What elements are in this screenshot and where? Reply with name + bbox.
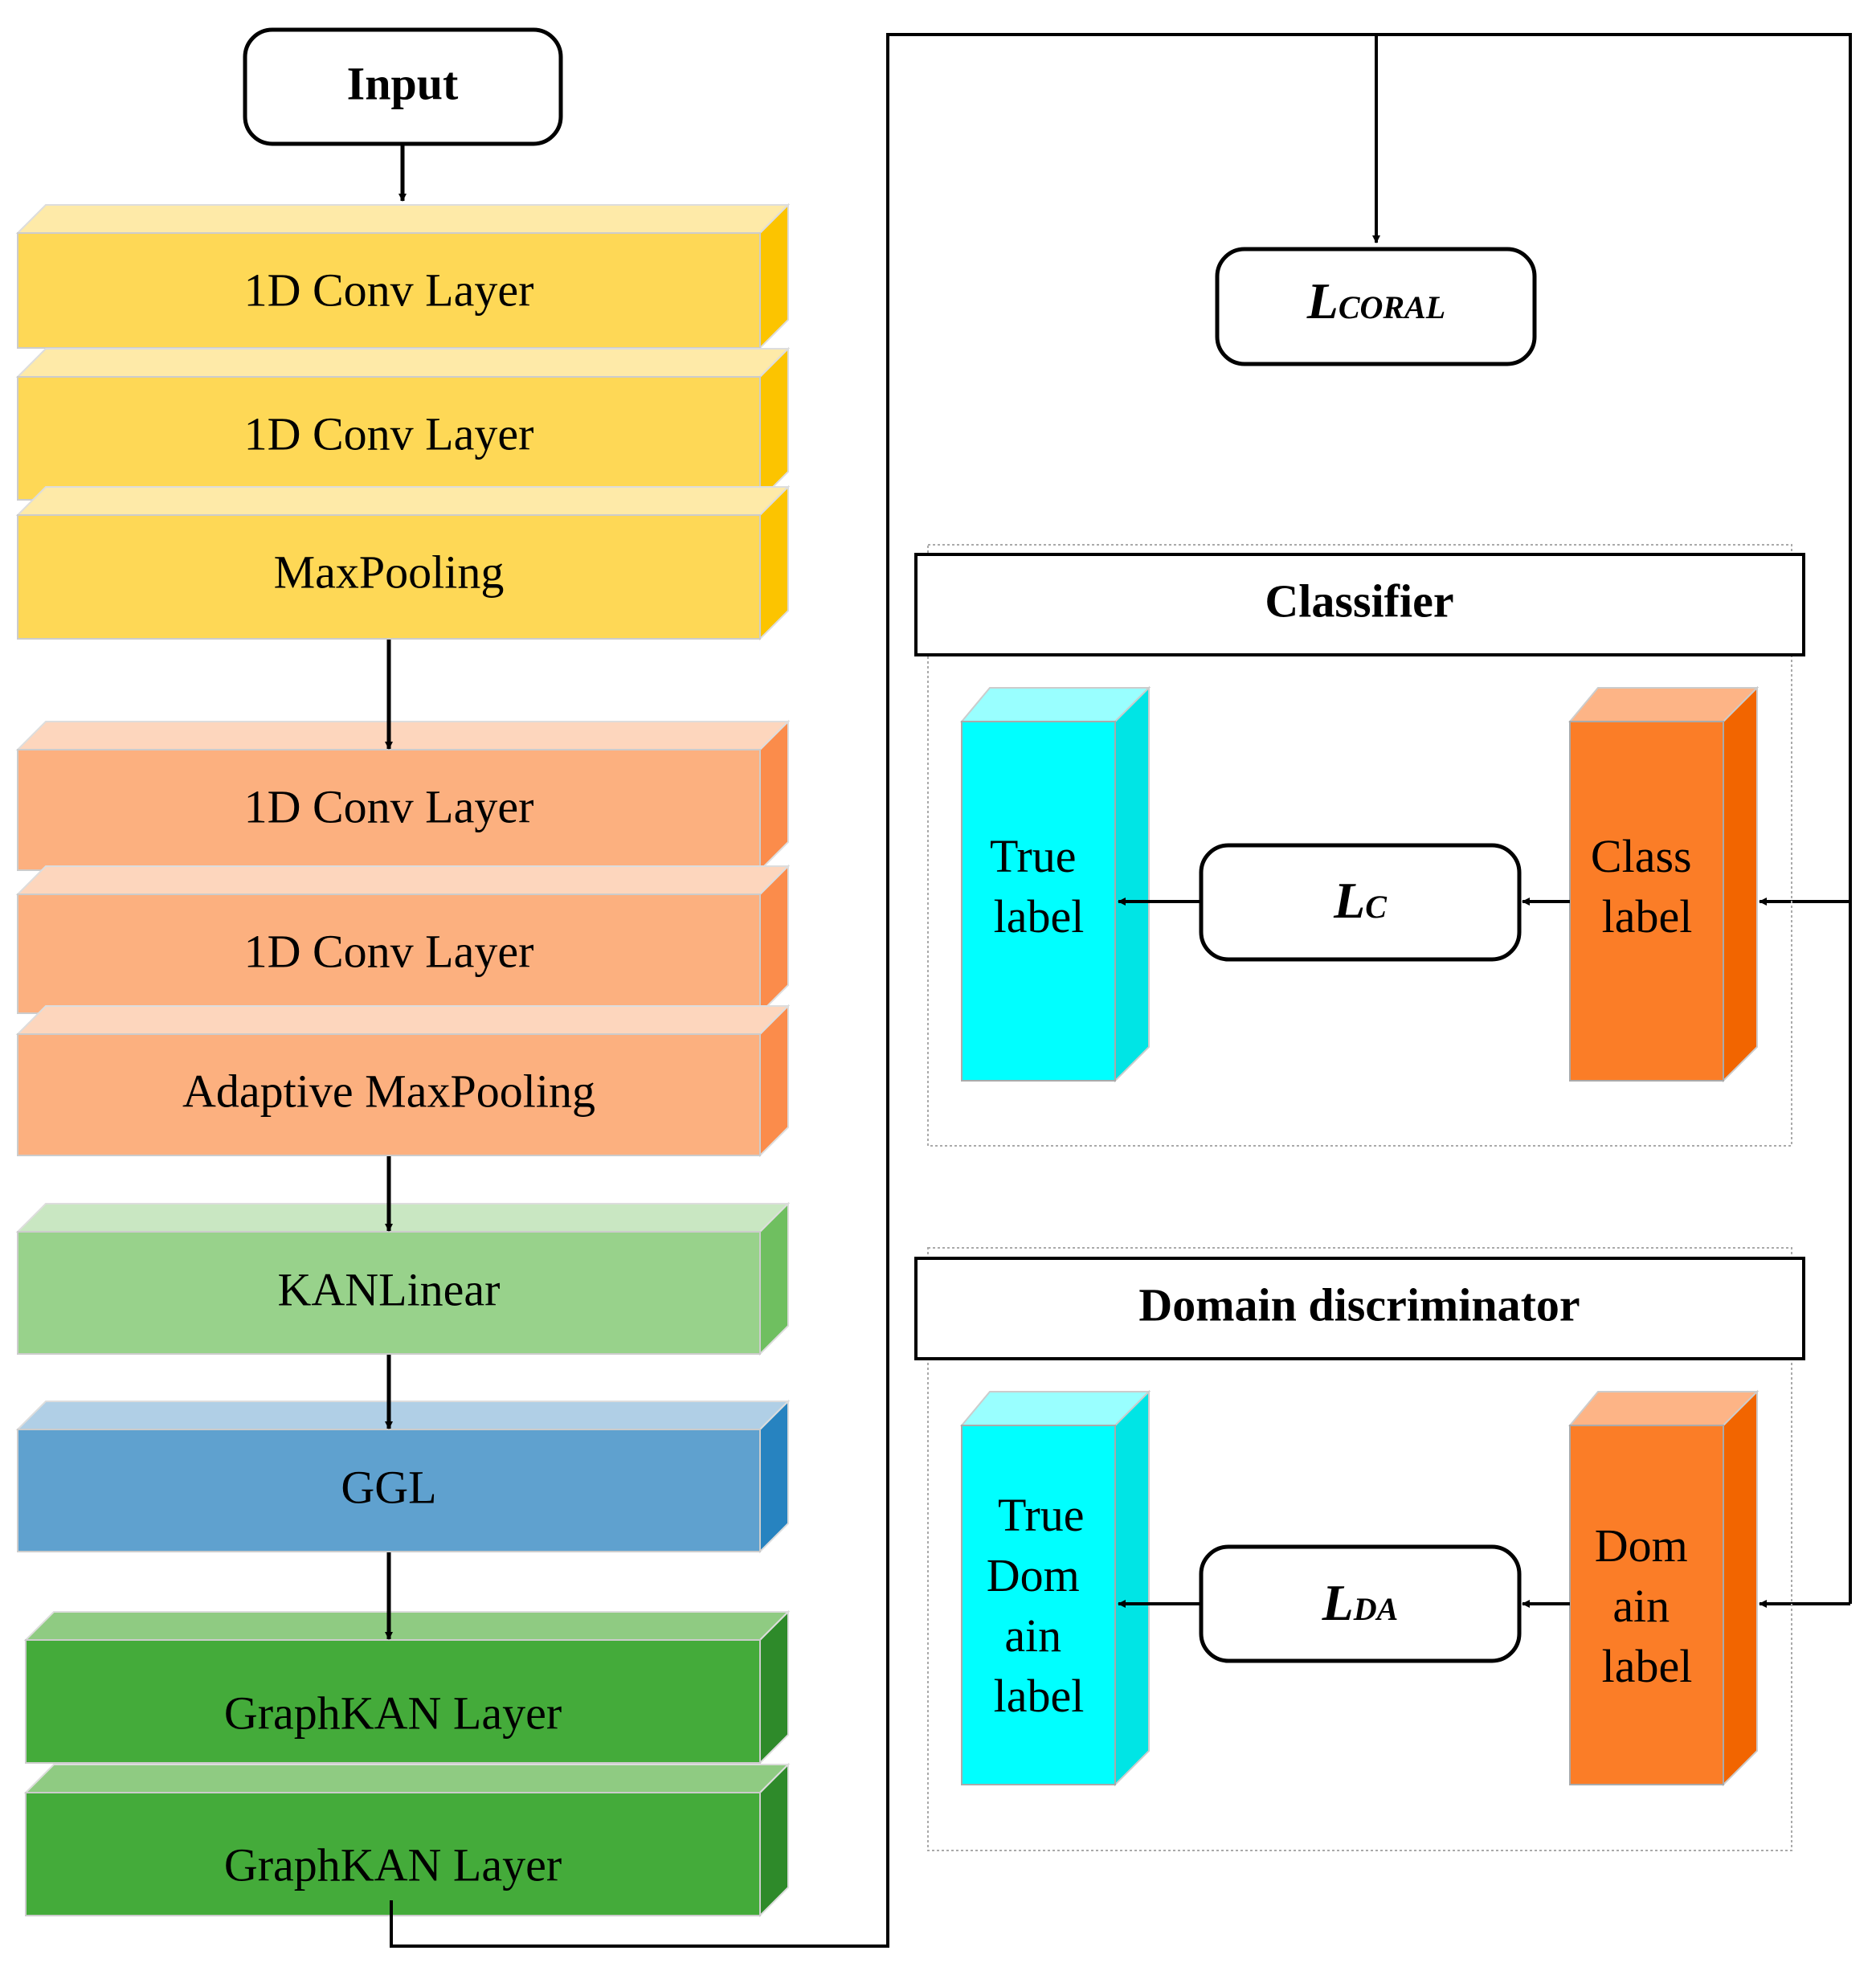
domain-loss-node: LDA: [1199, 1544, 1522, 1663]
domain-label-text: Dom ain label: [1595, 1519, 1700, 1692]
layer-label: 1D Conv Layer: [244, 780, 534, 832]
coral-loss-label: LCORAL: [1306, 272, 1445, 329]
layer-block-6: Adaptive MaxPooling: [15, 1004, 791, 1158]
classifier-panel: Classifier True label Class label LC: [914, 544, 1805, 1147]
layer-block-9: GraphKAN Layer: [23, 1609, 791, 1765]
layer-block-10: GraphKAN Layer: [23, 1762, 791, 1918]
input-label: Input: [347, 57, 459, 109]
layer-block-2: 1D Conv Layer: [15, 346, 791, 502]
domain-label-block: Dom ain label: [1567, 1389, 1760, 1787]
true-label-block: True label: [959, 685, 1151, 1083]
layer-label: Adaptive MaxPooling: [182, 1065, 595, 1117]
encoder-arrows: [385, 145, 407, 1640]
layer-block-7: KANLinear: [15, 1201, 791, 1356]
layer-label: 1D Conv Layer: [244, 925, 534, 977]
layer-block-4: 1D Conv Layer: [15, 719, 791, 873]
layer-label: MaxPooling: [274, 546, 505, 598]
class-label-text: Class label: [1591, 830, 1703, 943]
layer-block-8: GGL: [15, 1399, 791, 1554]
layer-block-1: 1D Conv Layer: [15, 202, 791, 350]
layer-block-3: MaxPooling: [15, 485, 791, 641]
connector-line: [390, 33, 1852, 1948]
layer-label: GraphKAN Layer: [224, 1687, 562, 1739]
input-node: Input: [243, 27, 563, 146]
domain-loss-label: LDA: [1322, 1574, 1399, 1631]
classifier-loss-node: LC: [1199, 843, 1522, 962]
layer-label: GraphKAN Layer: [224, 1838, 562, 1891]
class-label-block: Class label: [1567, 685, 1760, 1083]
layer-label: GGL: [341, 1461, 436, 1513]
coral-loss-node: LCORAL: [1215, 247, 1537, 366]
classifier-loss-label: LC: [1333, 872, 1388, 929]
layer-label: 1D Conv Layer: [244, 407, 534, 460]
true-domain-label-block: True Dom ain label: [959, 1389, 1151, 1787]
feature-routing-lines: [390, 33, 1852, 1948]
layer-block-5: 1D Conv Layer: [15, 864, 791, 1016]
discriminator-panel: Domain discriminator True Dom ain label …: [914, 1247, 1805, 1851]
layer-label: KANLinear: [277, 1263, 500, 1315]
true-domain-label-text: True Dom ain label: [987, 1489, 1096, 1722]
classifier-title: Classifier: [1265, 575, 1453, 627]
true-label-text: True label: [990, 830, 1088, 943]
layer-label: 1D Conv Layer: [244, 264, 534, 316]
discriminator-title: Domain discriminator: [1138, 1278, 1580, 1331]
